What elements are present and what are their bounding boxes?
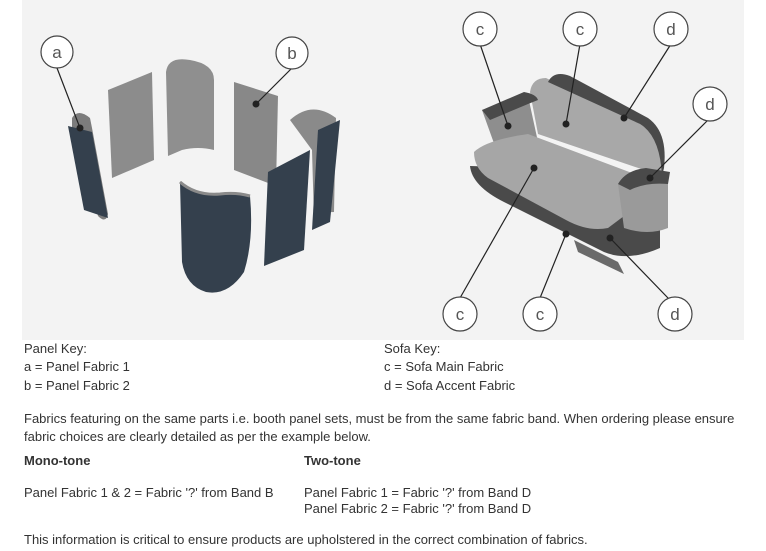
callout-b-circle [275,36,309,70]
callout-d2-circle [692,86,728,122]
sofa-backrest-accent [548,74,665,176]
callout-d2-line [649,117,711,179]
callout-c1-dot [504,122,512,130]
sofa-backrest [530,78,662,176]
sofa-key-item-c: c = Sofa Main Fabric [384,359,504,374]
callout-c1-label: c [476,20,485,39]
callout-d2-label: d [705,95,714,114]
callout-d2-dot [646,174,654,182]
callout-b-label: b [287,44,296,63]
two-tone-line-1: Panel Fabric 1 = Fabric '?' from Band D [304,485,532,500]
callout-d3-dot [606,234,614,242]
callout-d1-circle [653,11,689,47]
callout-c2-circle [562,11,598,47]
callout-c2-dot [562,120,570,128]
mono-tone-heading: Mono-tone [24,453,91,468]
sofa-key-heading: Sofa Key: [384,341,441,356]
sofa-left-arm-top [482,92,538,120]
panel-key-item-a: a = Panel Fabric 1 [24,359,130,374]
callout-c3-circle [442,296,478,332]
callout-d3-label: d [670,305,679,324]
callout-d1-label: d [666,20,675,39]
booth-panels-drawing: a b [40,35,340,293]
panel-navy-front [180,182,252,293]
callout-a-dot [76,124,84,132]
panel-key-item-b: b = Panel Fabric 2 [24,378,130,393]
callout-c3-dot [530,164,538,172]
callout-d3-line [609,237,669,299]
panel-navy-right [264,150,310,266]
panel-grey-back-left [108,72,154,178]
sofa-right-arm-top [618,168,670,190]
callout-a-label: a [52,43,62,62]
sofa-illustration: c c d d c c d [378,0,744,340]
panel-front-edge [179,180,251,198]
sofa-drawing: c c d d c c d [442,11,728,332]
callout-b-line [255,67,293,105]
callout-c4-line [539,233,567,299]
callout-c4-dot [562,230,570,238]
callout-c4-label: c [536,305,545,324]
callout-d3-circle [657,296,693,332]
panel-illustration: a b [22,0,388,340]
callout-c1-line [479,43,509,127]
callout-a-circle [40,35,74,69]
callout-d1-line [623,43,672,119]
intro-paragraph: Fabrics featuring on the same parts i.e.… [24,411,735,444]
panel-navy-left-front [68,126,108,218]
callout-d1-dot [620,114,628,122]
two-tone-heading: Two-tone [304,453,361,468]
callout-a-line [56,67,81,129]
callout-b-dot [252,100,260,108]
sofa-key-item-d: d = Sofa Accent Fabric [384,378,516,393]
callout-c3-line [459,167,535,299]
callout-c3-label: c [456,305,465,324]
sofa-seat [474,134,645,229]
footer-note: This information is critical to ensure p… [24,532,588,547]
mono-tone-line: Panel Fabric 1 & 2 = Fabric '?' from Ban… [24,485,274,500]
two-tone-line-2: Panel Fabric 2 = Fabric '?' from Band D [304,501,532,516]
callout-c1-circle [462,11,498,47]
callout-c2-line [565,43,581,125]
callout-c2-label: c [576,20,585,39]
callout-c4-circle [522,296,558,332]
panel-grey-back-right [234,82,278,186]
panel-key-heading: Panel Key: [24,341,87,356]
panel-navy-far-right [312,120,340,230]
panel-grey-back-center [166,59,214,157]
sofa-skid [574,240,624,274]
